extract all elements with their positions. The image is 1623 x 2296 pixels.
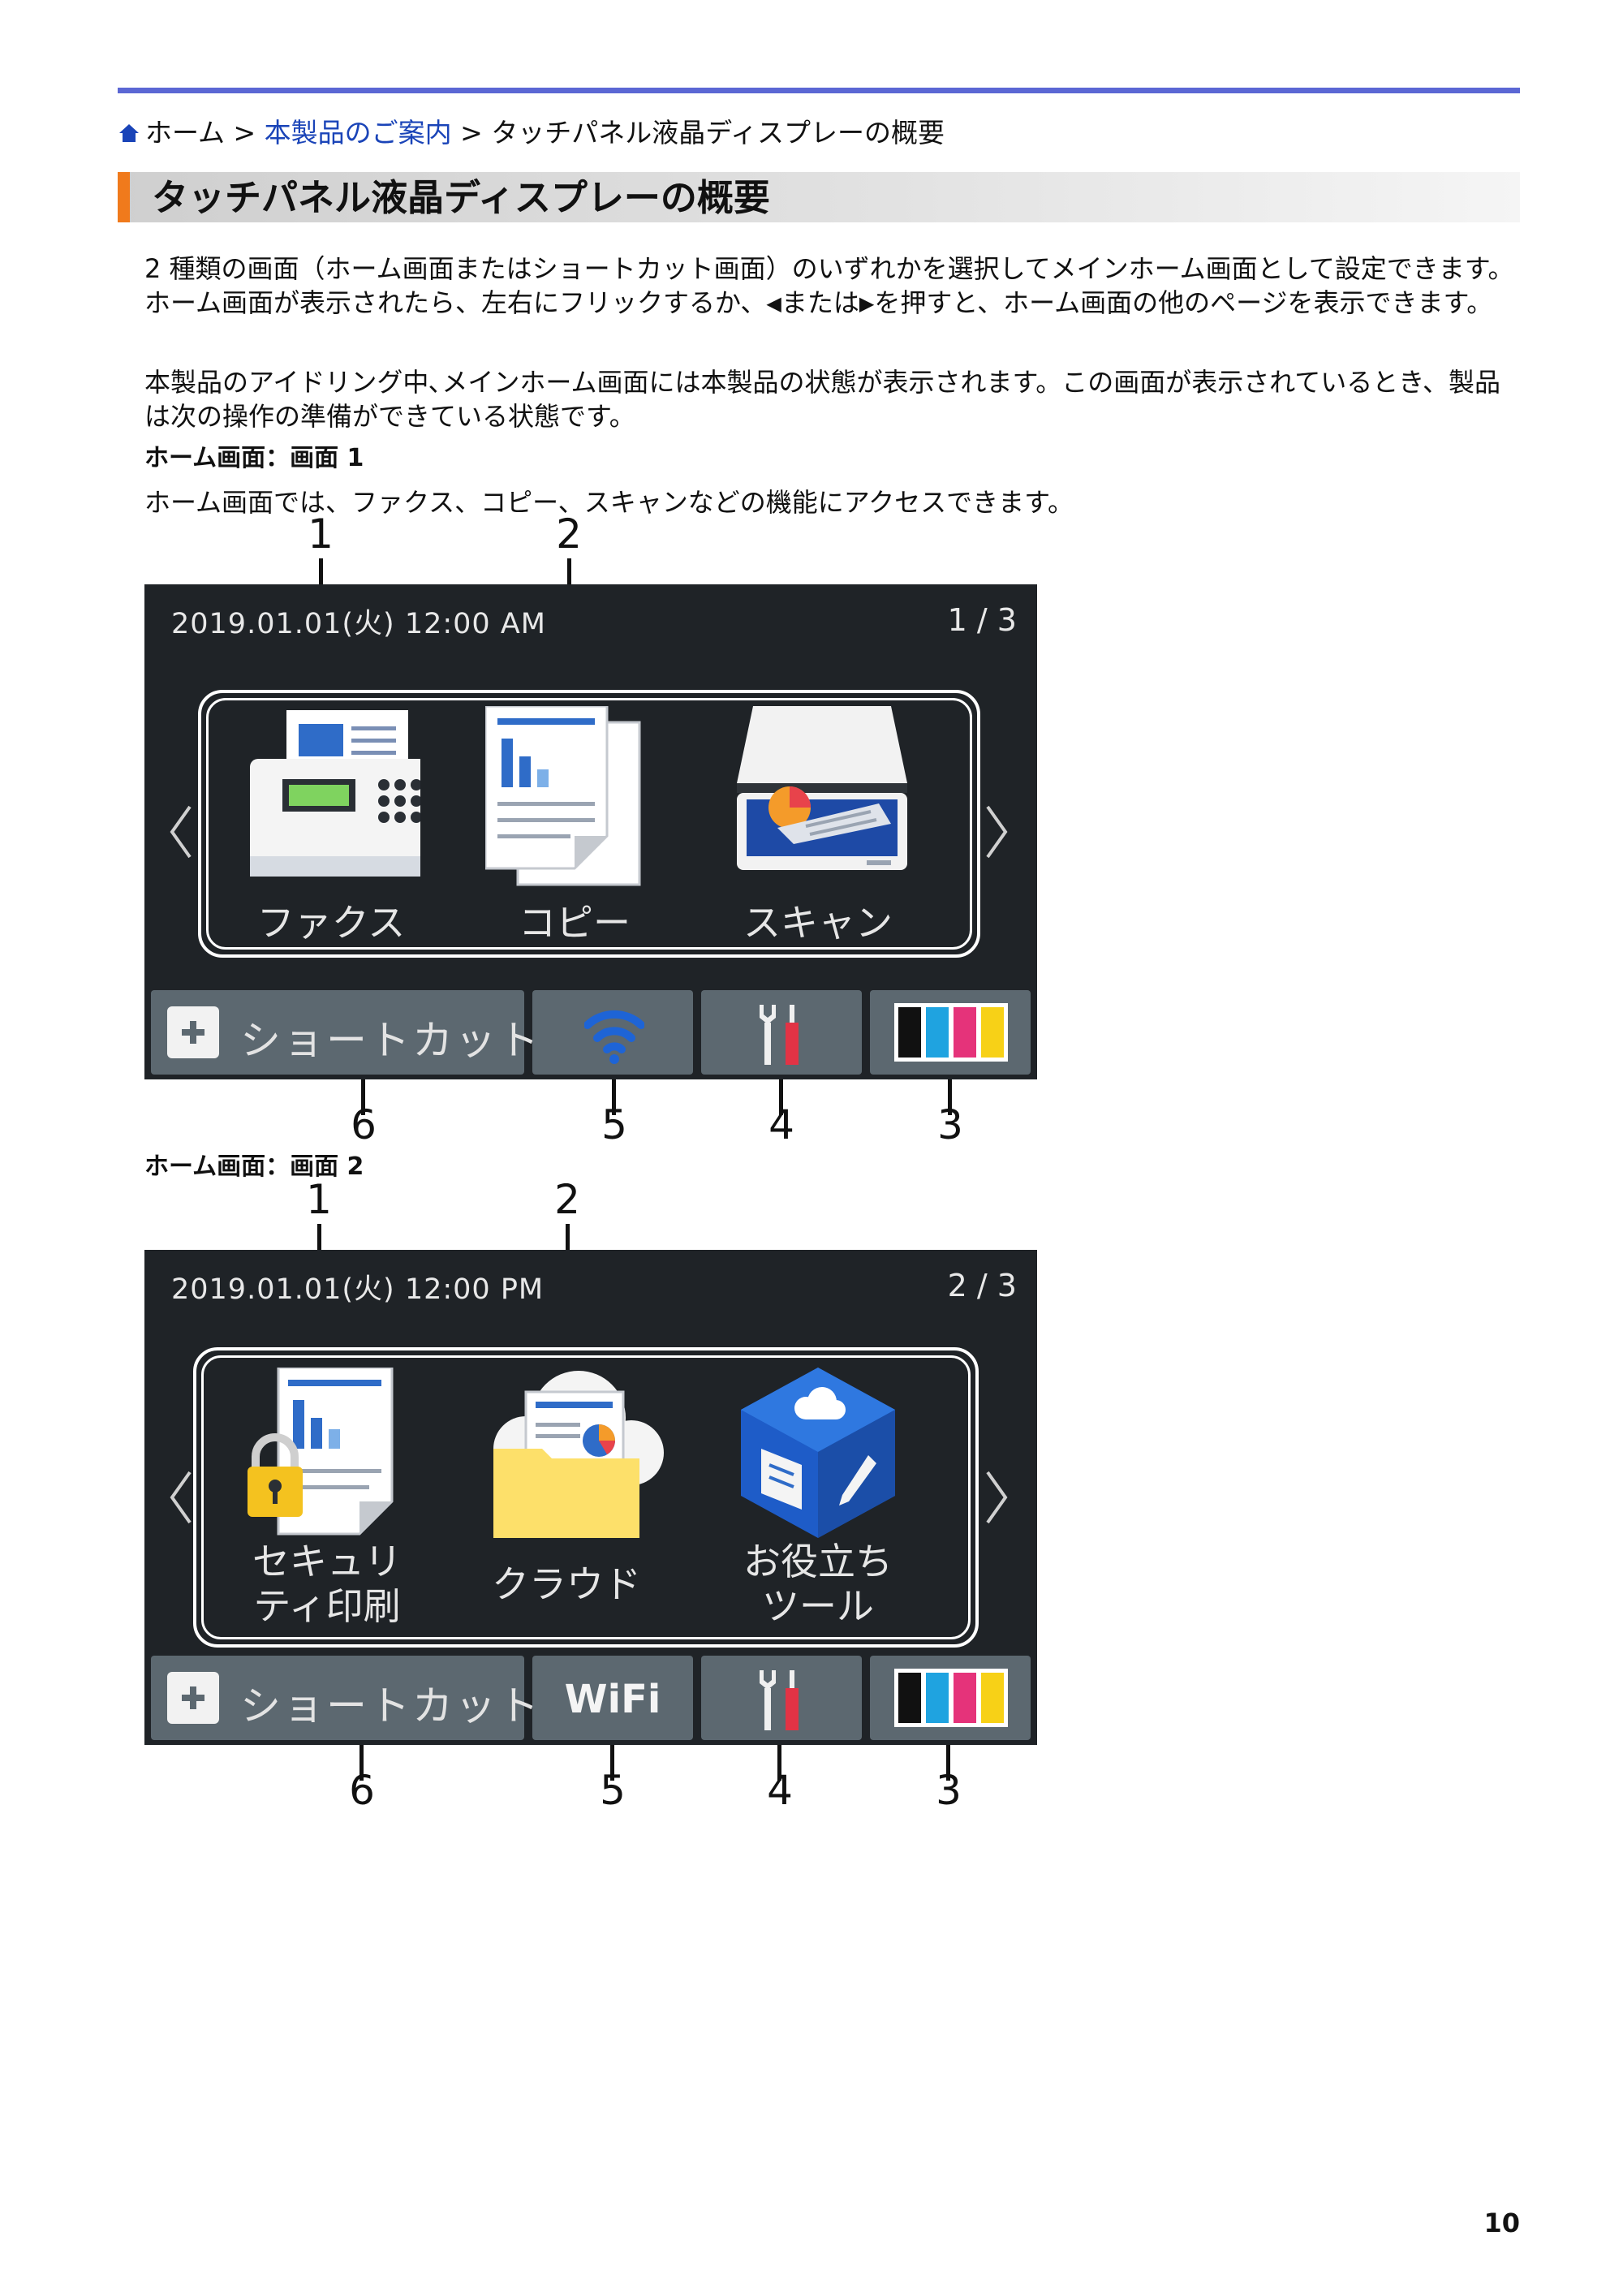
intro-paragraph-2: 本製品のアイドリング中､メインホーム画面には本製品の状態が表示されます。この画面… — [144, 367, 1501, 432]
scan-icon — [737, 706, 907, 870]
breadcrumb-home-link[interactable]: ホーム — [145, 117, 226, 149]
chevron-left-icon[interactable] — [169, 803, 193, 860]
useful-tools-icon — [741, 1368, 895, 1538]
plus-icon — [167, 1672, 219, 1724]
chevron-right-icon[interactable] — [984, 803, 1009, 860]
breadcrumb-product-link[interactable]: 本製品のご案内 — [264, 117, 452, 149]
useful-tools-label-line1: お役立ち — [743, 1540, 893, 1583]
secure-print-icon — [248, 1368, 394, 1536]
ink-button[interactable] — [870, 1656, 1031, 1740]
breadcrumb-separator: > — [225, 117, 265, 149]
callout-2: 2 — [556, 510, 582, 558]
top-rule — [118, 88, 1520, 93]
chevron-left-icon[interactable] — [169, 1469, 193, 1526]
copy-label: コピー — [519, 901, 631, 945]
home-screen-1: 1 2 2019.01.01(火) 12:00 AM 1 / 3 — [144, 511, 1037, 1148]
copy-tile[interactable]: コピー — [469, 698, 680, 950]
settings-tools-icon — [760, 1005, 799, 1065]
page-title: タッチパネル液晶ディスプレーの概要 — [152, 176, 770, 219]
screen1-description: ホーム画面では、ファクス、コピー、スキャンなどの機能にアクセスできます。 — [144, 487, 1074, 518]
scan-label: スキャン — [743, 901, 893, 945]
cloud-label: クラウド — [492, 1562, 641, 1606]
useful-tools-tile[interactable]: お役立ち ツール — [712, 1359, 923, 1643]
callout-4: 4 — [767, 1767, 793, 1814]
callout-line — [948, 1079, 952, 1115]
scan-tile[interactable]: スキャン — [712, 698, 923, 950]
callout-3: 3 — [937, 1101, 963, 1148]
callout-1: 1 — [306, 1176, 332, 1223]
screen1-heading: ホーム画面：画面 1 — [144, 444, 364, 472]
page-indicator: 2 / 3 — [947, 1268, 1017, 1303]
wifi-icon — [584, 1010, 644, 1064]
intro-text: または — [781, 287, 859, 318]
ink-button[interactable] — [870, 990, 1031, 1075]
callout-line — [779, 1079, 783, 1115]
shortcut-label: ショートカット — [240, 1017, 541, 1064]
cloud-icon — [493, 1371, 664, 1538]
cloud-tile[interactable]: クラウド — [461, 1359, 672, 1643]
callout-1: 1 — [308, 510, 334, 558]
shortcut-label: ショートカット — [240, 1682, 541, 1730]
callout-5: 5 — [600, 1767, 626, 1814]
breadcrumb: ホーム > 本製品のご案内 > タッチパネル液晶ディスプレーの概要 — [118, 115, 945, 151]
date-time: 2019.01.01(火) 12:00 PM — [171, 1273, 545, 1306]
callout-line — [946, 1745, 950, 1781]
shortcut-button[interactable]: ショートカット — [151, 1656, 539, 1740]
plus-icon — [167, 1006, 219, 1058]
bottom-bar: ショートカット — [144, 982, 1037, 1079]
callout-6: 6 — [349, 1767, 375, 1814]
page-heading: タッチパネル液晶ディスプレーの概要 — [118, 172, 1520, 222]
left-triangle-icon: ◀ — [766, 292, 781, 315]
lcd-panel: 2019.01.01(火) 12:00 PM 2 / 3 — [144, 1250, 1037, 1745]
secure-print-label-line2: ティ印刷 — [253, 1584, 401, 1628]
heading-accent-bar — [118, 172, 130, 222]
screen2-heading: ホーム画面：画面 2 — [144, 1152, 364, 1181]
shortcut-button[interactable]: ショートカット — [151, 990, 539, 1075]
function-tiles-frame — [193, 1347, 979, 1648]
right-triangle-icon: ▶ — [859, 292, 875, 315]
secure-print-label-line1: セキュリ — [252, 1540, 402, 1583]
chevron-right-icon[interactable] — [984, 1469, 1009, 1526]
date-time: 2019.01.01(火) 12:00 AM — [171, 608, 546, 640]
callout-3: 3 — [936, 1767, 962, 1814]
lcd-panel: 2019.01.01(火) 12:00 AM 1 / 3 — [144, 584, 1037, 1079]
intro-text: 2 種類の画面（ホーム画面またはショートカット画面）のいずれかを選択してメインホ… — [144, 253, 1514, 318]
callout-6: 6 — [351, 1101, 377, 1148]
callout-5: 5 — [601, 1101, 627, 1148]
copy-icon — [485, 706, 641, 886]
callout-line — [359, 1745, 364, 1781]
fax-tile[interactable]: ファクス — [226, 698, 437, 950]
callout-line — [317, 1224, 321, 1266]
callout-line — [612, 1079, 616, 1115]
fax-icon — [250, 710, 420, 877]
wifi-button[interactable] — [532, 990, 693, 1075]
callout-line — [361, 1079, 365, 1115]
ink-icon — [894, 1003, 1008, 1062]
settings-button[interactable] — [701, 1656, 862, 1740]
callout-2: 2 — [554, 1176, 580, 1223]
useful-tools-label-line2: ツール — [762, 1584, 874, 1628]
callout-line — [777, 1745, 781, 1781]
fax-label: ファクス — [256, 901, 406, 945]
bottom-bar: ショートカット WiFi — [144, 1648, 1037, 1745]
page-indicator: 1 / 3 — [947, 602, 1017, 638]
callout-line — [319, 558, 323, 601]
function-tiles-frame — [198, 690, 980, 958]
wifi-label: WiFi — [564, 1677, 661, 1722]
page-number: 10 — [1483, 2208, 1520, 2238]
intro-text: を押すと、ホーム画面の他のページを表示できます。 — [874, 287, 1493, 318]
intro-paragraph-1: 2 種類の画面（ホーム画面またはショートカット画面）のいずれかを選択してメインホ… — [144, 252, 1524, 321]
ink-icon — [894, 1669, 1008, 1727]
home-icon — [119, 124, 139, 142]
wifi-button[interactable]: WiFi — [532, 1656, 693, 1740]
callout-4: 4 — [768, 1101, 794, 1148]
secure-print-tile[interactable]: セキュリ ティ印刷 — [222, 1359, 433, 1643]
callout-line — [610, 1745, 614, 1781]
breadcrumb-separator: > — [451, 117, 492, 149]
breadcrumb-current: タッチパネル液晶ディスプレーの概要 — [491, 117, 945, 149]
settings-button[interactable] — [701, 990, 862, 1075]
home-screen-2: 1 2 2019.01.01(火) 12:00 PM 2 / 3 — [144, 1177, 1037, 1813]
settings-tools-icon — [760, 1670, 799, 1730]
